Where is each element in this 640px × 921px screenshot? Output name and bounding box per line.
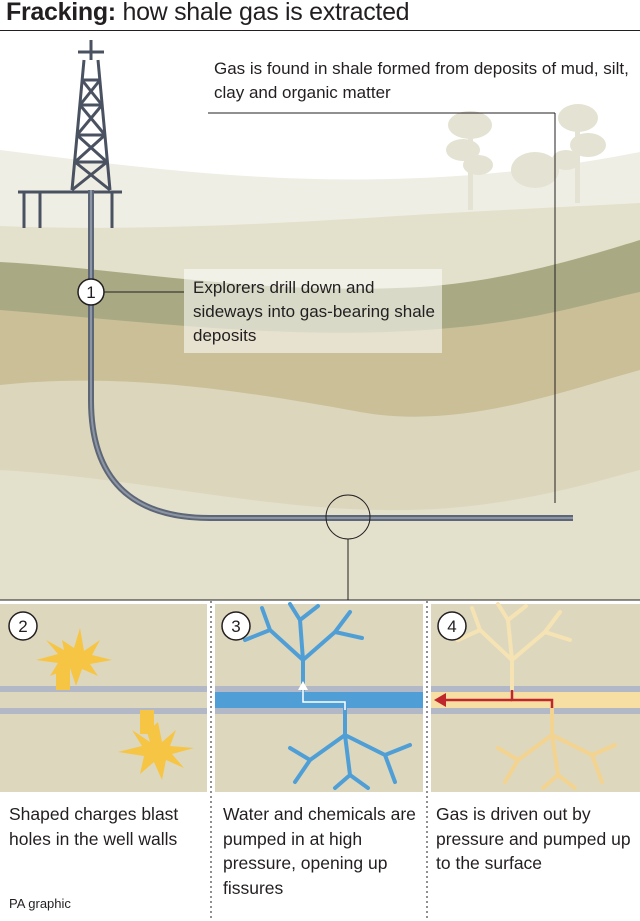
step3-badge <box>221 611 251 641</box>
flow-arrow <box>302 690 346 710</box>
title-rule <box>0 30 640 31</box>
up-arrow-icon <box>298 681 308 690</box>
step1-text: Explorers drill down and sideways into g… <box>193 278 435 345</box>
explorer-note-box <box>184 269 442 353</box>
step4-number: 4 <box>447 617 456 636</box>
credit: PA graphic <box>9 896 71 911</box>
gas-flow-arrow <box>510 690 554 708</box>
step2-text: Shaped charges blast holes in the well w… <box>9 804 179 849</box>
step3-text: Water and chemicals are pumped in at hig… <box>223 804 416 898</box>
step2-number: 2 <box>18 617 27 636</box>
step1-badge <box>77 278 105 306</box>
page-title: Fracking: how shale gas is extracted <box>6 0 410 27</box>
gas-down-icon <box>496 706 617 790</box>
panel-3 <box>215 602 423 792</box>
step2-badge <box>8 611 38 641</box>
trees-icon <box>446 104 606 210</box>
title-bold: Fracking: <box>6 0 116 26</box>
well-pipe-inner <box>90 190 573 519</box>
derrick-icon <box>18 40 122 228</box>
panel-2 <box>0 604 207 792</box>
panel-4 <box>431 602 640 792</box>
title-rest: how shale gas is extracted <box>115 0 410 26</box>
blast-icon <box>36 628 194 780</box>
gas-note: Gas is found in shale formed from deposi… <box>214 59 629 102</box>
step3-number: 3 <box>231 617 240 636</box>
step4-badge <box>437 611 467 641</box>
step4-text: Gas is driven out by pressure and pumped… <box>436 804 631 873</box>
step1-number: 1 <box>86 283 95 302</box>
left-arrow-icon <box>434 693 446 707</box>
ground-deep-layer <box>0 470 640 600</box>
gas-up-icon <box>456 602 572 692</box>
fissures-down-icon <box>288 706 412 790</box>
fissures-up-icon <box>243 602 364 692</box>
